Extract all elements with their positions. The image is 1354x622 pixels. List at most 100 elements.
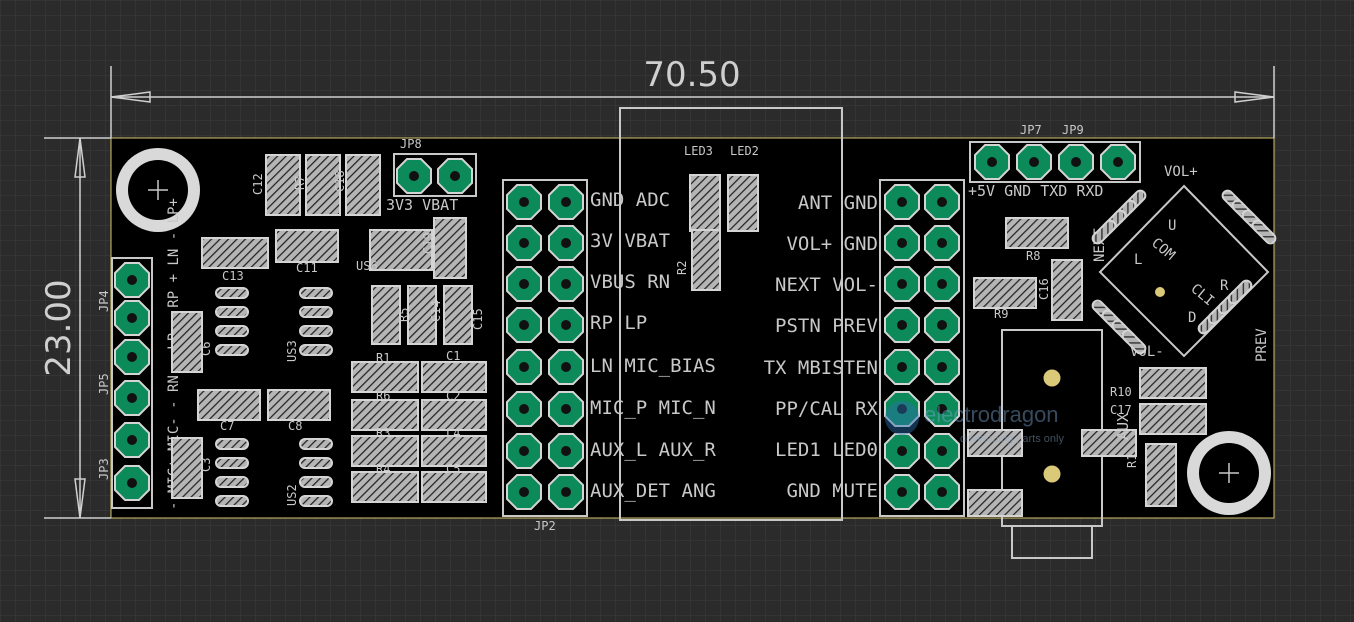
jp7-label: JP7 — [1020, 123, 1042, 137]
ic-pad — [299, 325, 333, 337]
nav-pad — [1251, 219, 1277, 245]
c11-footprint[interactable] — [275, 229, 339, 263]
jp9-label: JP9 — [1062, 123, 1084, 137]
pin-pad[interactable] — [548, 433, 584, 469]
pin-pad[interactable] — [924, 307, 960, 343]
pin-pad[interactable] — [884, 225, 920, 261]
r10-footprint[interactable] — [1139, 367, 1207, 399]
pin-pad[interactable] — [114, 300, 150, 336]
pin-headers — [114, 144, 1136, 510]
pin-pad[interactable] — [884, 474, 920, 510]
pin-pad[interactable] — [548, 266, 584, 302]
pin-pad[interactable] — [114, 380, 150, 416]
pin-pad[interactable] — [114, 262, 150, 298]
ic-pad — [215, 457, 249, 469]
l4-footprint[interactable] — [421, 435, 487, 467]
ic-pad — [299, 495, 333, 507]
r3-footprint[interactable] — [351, 435, 419, 467]
jp7-outline — [969, 141, 1141, 183]
pin-pad[interactable] — [1016, 144, 1052, 180]
us6-footprint[interactable] — [369, 229, 433, 271]
c1-label: C1 — [446, 349, 460, 363]
c7-footprint[interactable] — [197, 389, 261, 421]
pin-pad[interactable] — [396, 158, 432, 194]
right-header-label: ANT GND — [798, 192, 878, 214]
us3-label: US3 — [285, 340, 299, 362]
c19-footprint[interactable] — [433, 217, 467, 279]
vol-plus-label: VOL+ — [1164, 164, 1198, 180]
pin-pad[interactable] — [506, 474, 542, 510]
pin-pad[interactable] — [506, 433, 542, 469]
pin-pad[interactable] — [924, 391, 960, 427]
nav-switch-pads — [1091, 189, 1277, 355]
pin-pad[interactable] — [548, 307, 584, 343]
pin-pad[interactable] — [114, 465, 150, 501]
component-labels: C12 R7 C18 C13 C11 C19 US6 R5 C14 C15 C6… — [199, 170, 485, 506]
r2-footprint[interactable] — [691, 229, 721, 291]
pin-pad[interactable] — [437, 158, 473, 194]
c17-footprint[interactable] — [1139, 403, 1207, 435]
led2-label: LED2 — [730, 144, 759, 158]
c3-footprint[interactable] — [171, 437, 203, 499]
pin-pad[interactable] — [924, 225, 960, 261]
c6-footprint[interactable] — [171, 311, 203, 373]
pin-pad[interactable] — [548, 184, 584, 220]
r6-footprint[interactable] — [351, 399, 419, 431]
nav-pad — [1227, 279, 1253, 305]
pin-pad[interactable] — [974, 144, 1010, 180]
pin-pad[interactable] — [924, 266, 960, 302]
c14-footprint[interactable] — [407, 285, 437, 345]
pin-pad[interactable] — [1100, 144, 1136, 180]
pin-pad[interactable] — [884, 184, 920, 220]
c18-footprint[interactable] — [345, 154, 381, 216]
pin-pad[interactable] — [548, 474, 584, 510]
pin-pad[interactable] — [506, 391, 542, 427]
pin-pad[interactable] — [548, 225, 584, 261]
pin-pad[interactable] — [114, 339, 150, 375]
c2-footprint[interactable] — [421, 399, 487, 431]
c1-footprint[interactable] — [421, 361, 487, 393]
r4-footprint[interactable] — [351, 471, 419, 503]
led3-footprint[interactable] — [689, 174, 721, 232]
pin-pad[interactable] — [924, 474, 960, 510]
ic-pad — [215, 306, 249, 318]
nav-pad — [1121, 329, 1147, 355]
pin-pad[interactable] — [506, 266, 542, 302]
r11-footprint[interactable] — [1145, 443, 1177, 507]
pin-pad[interactable] — [924, 433, 960, 469]
r5-footprint[interactable] — [371, 285, 401, 345]
r1-footprint[interactable] — [351, 361, 419, 393]
pin-pad[interactable] — [548, 349, 584, 385]
pin-pad[interactable] — [884, 391, 920, 427]
c8-footprint[interactable] — [267, 389, 331, 421]
led2-footprint[interactable] — [727, 174, 759, 232]
pin-pad[interactable] — [506, 225, 542, 261]
pin-pad[interactable] — [884, 433, 920, 469]
jp4-label: JP4 — [97, 290, 111, 312]
r1-label: R1 — [376, 351, 390, 365]
c12-footprint[interactable] — [265, 154, 301, 216]
pin-pad[interactable] — [884, 307, 920, 343]
r8-footprint[interactable] — [1005, 217, 1069, 249]
r9-label: R9 — [994, 307, 1008, 321]
pin-pad[interactable] — [548, 391, 584, 427]
pin-pad[interactable] — [506, 307, 542, 343]
pin-pad[interactable] — [506, 349, 542, 385]
left-header-labels: GND ADC 3V VBAT VBUS RN RP LP LN MIC_BIA… — [590, 189, 716, 502]
c13-footprint[interactable] — [201, 237, 269, 269]
pin-pad[interactable] — [924, 349, 960, 385]
right-header-label: LED1 LED0 — [775, 439, 878, 461]
pin-pad[interactable] — [114, 422, 150, 458]
pin-pad[interactable] — [884, 266, 920, 302]
c5-footprint[interactable] — [421, 471, 487, 503]
d-label: D — [1188, 310, 1196, 326]
c16-footprint[interactable] — [1051, 259, 1083, 321]
c15-label: C15 — [471, 308, 485, 330]
pin-pad[interactable] — [924, 184, 960, 220]
r9-footprint[interactable] — [973, 277, 1037, 309]
r7-footprint[interactable] — [305, 154, 341, 216]
pin-pad[interactable] — [1058, 144, 1094, 180]
pin-pad[interactable] — [506, 184, 542, 220]
c15-footprint[interactable] — [443, 285, 473, 345]
pin-pad[interactable] — [884, 349, 920, 385]
